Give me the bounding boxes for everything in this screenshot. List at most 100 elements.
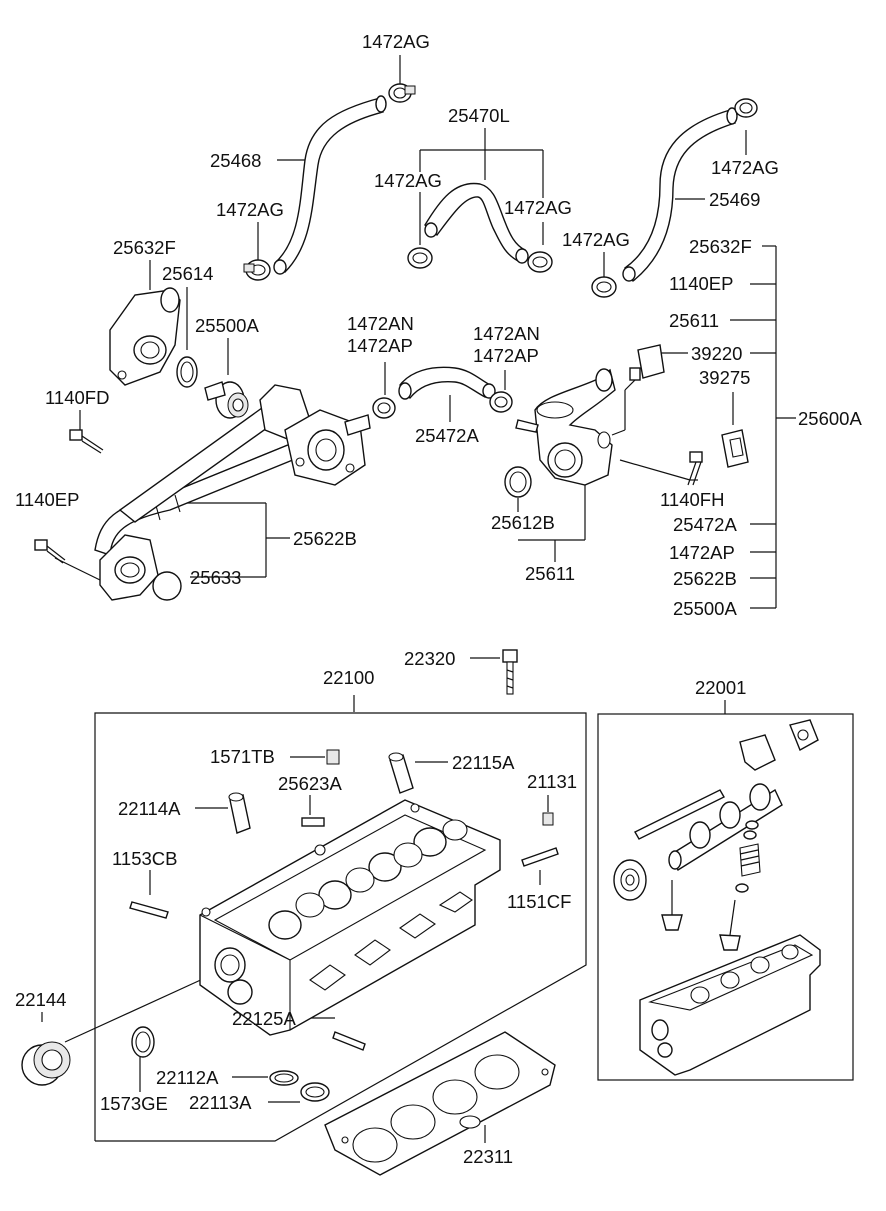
clamp-icon [372,397,396,419]
part-labels: 1472AG 25470L 25468 1472AG 1472AG 1472AG… [15,31,862,1167]
hose-25470L [424,182,529,264]
bolt-22320 [502,649,518,695]
part-label: 25633 [190,567,241,588]
clip-39275 [721,429,749,468]
part-label: 25622B [293,528,357,549]
water-pipe-25622B [94,394,306,601]
hose-25472A [398,366,496,400]
part-label: 25622B [673,568,737,589]
clamp-icon [527,251,553,273]
clamp-icon [591,276,617,298]
part-label: 1140FD [45,387,109,408]
part-label: 25611 [669,310,719,331]
ring-22112A [269,1070,299,1086]
part-label: 1140EP [15,489,79,510]
clamp-icon [243,259,271,281]
part-label: 1472AG [216,199,284,220]
cylinder-head-small [639,934,821,1076]
sleeve-22114A [228,792,251,834]
part-label: 25632F [113,237,176,258]
part-label: 22112A [156,1067,219,1088]
part-label: 1151CF [507,891,571,912]
gasket-25612B [504,466,532,498]
part-label: 22115A [452,752,515,773]
part-label: 1153CB [112,848,177,869]
part-label: 1472AN [347,313,414,334]
water-housing-25611 [515,368,616,486]
stud-1151CF [521,847,559,867]
stud-22125A [332,1031,366,1051]
bolt-icon [687,451,703,486]
assembly-boxes [94,712,854,1142]
part-label: 22320 [404,648,455,669]
part-label: 22001 [695,677,746,698]
clamp-icon [388,83,416,103]
part-label: 25612B [491,512,555,533]
bolt-icon [69,429,104,454]
cylinder-head-22100 [199,799,501,1036]
part-label: 1472AG [362,31,430,52]
part-label: 1472AN [473,323,540,344]
valve-springs [735,820,761,893]
part-label: 22311 [463,1146,513,1167]
part-label: 21131 [527,771,577,792]
clamp-icon [734,98,758,118]
valves [661,880,741,951]
cam-gear [613,859,647,901]
gasket-25614 [176,356,198,388]
part-label: 25614 [162,263,213,284]
hose-25468 [273,95,387,275]
part-label: 1472AG [374,170,442,191]
part-label: 1472AG [504,197,572,218]
part-label: 25472A [673,514,737,535]
part-label: 1571TB [210,746,275,767]
part-label: 22113A [189,1092,252,1113]
leader-lines [41,55,796,1143]
water-outlet-25632F [109,287,181,386]
rocker-shaft [634,789,725,840]
pin-25623A [301,817,325,827]
part-label: 25632F [689,236,752,257]
part-label: 25500A [673,598,737,619]
o-ring-25633 [152,571,182,601]
head-gasket-22311 [324,1031,556,1176]
bolt-icon [34,539,66,564]
clamp-icon [407,247,433,269]
part-label: 1472AP [473,345,539,366]
part-label: 25611 [525,563,575,584]
part-label: 22144 [15,989,66,1010]
part-label: 25468 [210,150,261,171]
part-label: 1140FH [660,489,724,510]
water-flange-main [259,384,371,486]
part-label: 25600A [798,408,862,429]
part-label: 22100 [323,667,374,688]
hose-25469 [622,107,738,283]
plug-1571TB [326,749,340,765]
part-label: 39220 [691,343,742,364]
part-label: 25500A [195,315,259,336]
sleeve-22115A [388,752,414,794]
part-label: 25470L [448,105,510,126]
part-label: 25472A [415,425,479,446]
clamp-icon [489,391,513,413]
part-label: 22114A [118,798,181,819]
temp-sensor-39220 [611,344,665,436]
stud-1153CB [129,901,169,919]
part-label: 1140EP [669,273,733,294]
rocker-arms [739,719,819,771]
part-label: 1472AP [347,335,413,356]
part-label: 1472AP [669,542,735,563]
part-label: 1573GE [100,1093,168,1114]
part-label: 22125A [232,1008,296,1029]
part-label: 1472AG [562,229,630,250]
plug-21131 [542,812,554,826]
part-label: 25469 [709,189,760,210]
ring-22113A [300,1082,330,1102]
oil-seal-22144 [21,1041,71,1086]
camshaft [668,783,783,871]
seal-1573GE [131,1026,155,1058]
part-label: 25623A [278,773,342,794]
part-label: 39275 [699,367,750,388]
